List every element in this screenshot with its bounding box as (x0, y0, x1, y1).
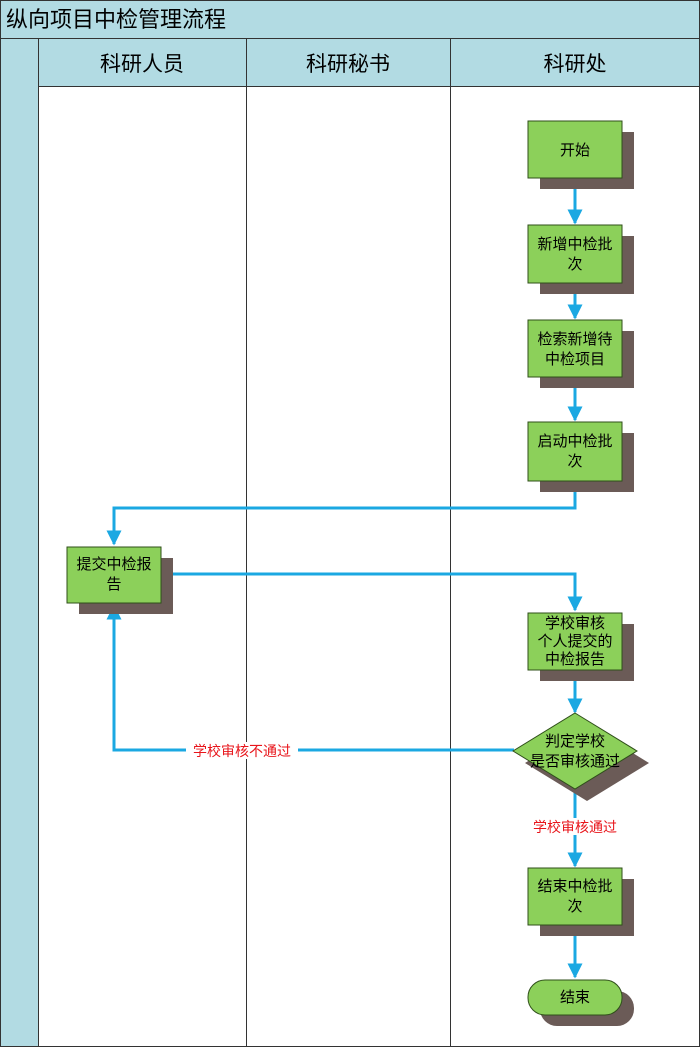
reject-label-bg (186, 742, 298, 759)
edge-label-pass: 学校审核通过 (533, 819, 617, 836)
diagram-title: 纵向项目中检管理流程 (6, 8, 226, 33)
node-box (527, 319, 623, 378)
lane-header-office: 科研处 (544, 52, 607, 76)
lane-header-row (38, 38, 700, 87)
node-review-line1: 学校审核 (545, 614, 605, 632)
edge-decision-reject (106, 604, 514, 752)
node-decision-line1: 判定学校 (545, 732, 605, 750)
lane-header-secretary: 科研秘书 (306, 52, 390, 76)
node-finish-line1: 结束中检批 (537, 877, 612, 895)
node-decision-line2: 是否审核通过 (530, 752, 620, 770)
node-finish: 结束中检批 次 (527, 867, 634, 936)
edge-submit-to-review (160, 572, 583, 612)
node-submit-line2: 告 (106, 575, 121, 593)
node-new-batch-line2: 次 (567, 255, 582, 273)
node-start: 开始 (527, 120, 634, 189)
lane-header-researcher: 科研人员 (100, 52, 184, 76)
node-launch: 启动中检批 次 (527, 421, 634, 492)
node-submit: 提交中检报 告 (66, 546, 173, 614)
node-end: 结束 (527, 979, 634, 1026)
node-review-line2: 个人提交的 (537, 632, 612, 650)
node-terminator (527, 979, 623, 1016)
node-box (527, 224, 623, 284)
node-new-batch-line1: 新增中检批 (537, 235, 612, 253)
node-review-line3: 中检报告 (545, 650, 605, 668)
node-box (527, 612, 623, 671)
node-box (527, 421, 623, 482)
node-search: 检索新增待 中检项目 (527, 319, 634, 388)
node-end-label: 结束 (560, 988, 590, 1006)
node-new-batch: 新增中检批 次 (527, 224, 634, 294)
edge-launch-to-submit (106, 480, 577, 546)
pass-label-bg (526, 818, 624, 835)
node-launch-line1: 启动中检批 (537, 432, 612, 450)
node-search-line1: 检索新增待 (537, 330, 612, 348)
node-box (527, 120, 623, 179)
connectors (106, 178, 583, 979)
node-launch-line2: 次 (567, 452, 582, 470)
node-decision: 判定学校 是否审核通过 (512, 712, 649, 801)
lane-gutter (0, 38, 39, 1047)
node-review: 学校审核 个人提交的 中检报告 (527, 612, 634, 681)
node-box (66, 546, 162, 604)
title-bar (0, 0, 700, 39)
node-box (527, 867, 623, 926)
node-finish-line2: 次 (567, 897, 582, 915)
node-start-label: 开始 (560, 141, 590, 159)
node-diamond (512, 712, 638, 790)
node-search-line2: 中检项目 (545, 350, 605, 368)
edge-label-reject: 学校审核不通过 (193, 743, 291, 760)
node-submit-line1: 提交中检报 (76, 555, 151, 573)
